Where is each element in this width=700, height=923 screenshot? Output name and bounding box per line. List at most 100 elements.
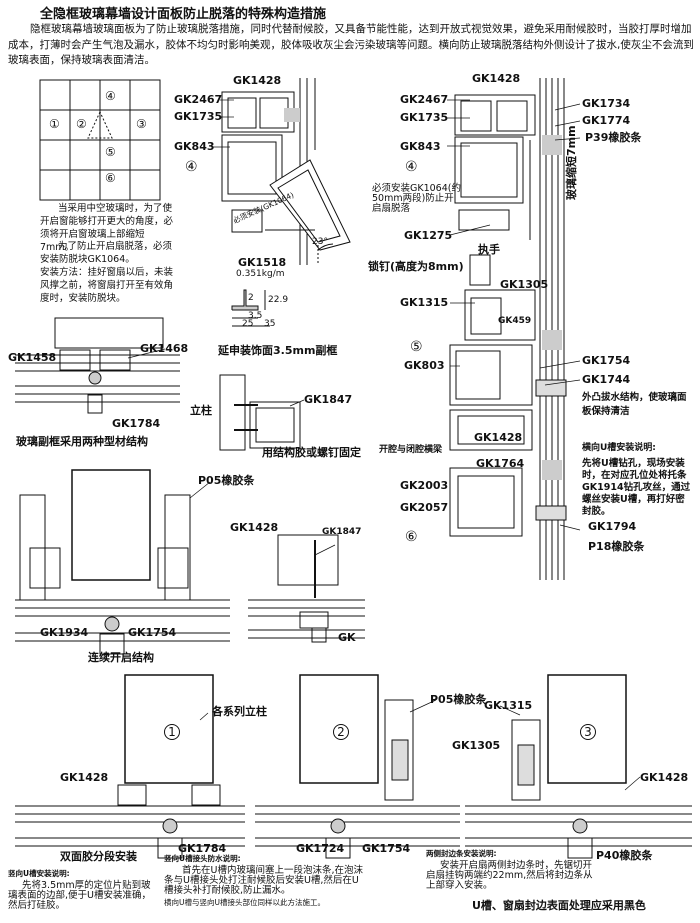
right-drainage-note: 外凸拔水结构，使玻璃面板保持清洁 [582,392,687,417]
glass-subframe-drawing [15,317,180,414]
right-marker-6: ⑥ [405,529,418,545]
subframe-caption: 玻璃副框采用两种型材结构 [16,435,148,448]
continuous-caption: 连续开启结构 [88,651,154,664]
right-label-gk803: GK803 [404,359,445,372]
right-u-channel-text: 先将U槽钻孔，现场安装时，在对应孔位处将托条GK1914钻孔攻丝，通过螺丝安装U… [582,458,691,517]
mullion-label-gk1847: GK1847 [304,393,353,406]
right-label-gk1275: GK1275 [404,229,453,242]
bottom-label-gk1315: GK1315 [484,699,533,712]
grid-marker-3: ③ [136,117,147,131]
profile-code: GK1518 [238,256,287,269]
right-label-gk1315: GK1315 [400,296,449,309]
right-label-beams: 开腔与闭腔横梁 [379,445,443,455]
section-a-angle: 23° [312,237,328,247]
right-label-gk2467: GK2467 [400,93,449,106]
small-label-gk1428: GK1428 [230,521,279,534]
continuous-label-gk1754: GK1754 [128,626,177,639]
right-label-gk1794: GK1794 [588,520,637,533]
bottom-label-mullions: 各系列立柱 [212,705,267,718]
bottom-label-gk1784: GK1784 [178,842,227,855]
right-label-gk1305: GK1305 [500,278,549,291]
bottom-note-1-text: 先将3.5mm厚的定位片贴到玻璃表面的边部,便于U槽安装准确，然后打硅胶。 [8,880,151,911]
right-note-block: 必须安装GK1064(约50mm两段)防止开启扇脱落 [372,183,461,214]
right-label-lock-pin: 锁钉(高度为8mm) [368,260,464,273]
profile-dim-2: 2 [248,293,254,303]
mullion-caption: 用结构胶或螺钉固定 [262,446,361,459]
bottom-note-1-title: 竖向U槽安装说明: [8,869,70,878]
continuous-label-p05: P05橡胶条 [198,474,255,487]
bottom-note-2-line: 横向U槽与竖向U槽接头部位同样以此方法施工。 [164,898,325,907]
right-vertical-note: 玻璃缩短7mm [565,125,578,200]
bottom-note-2-title: 竖向U槽接头防水说明: [164,854,241,863]
bottom-label-gk1754: GK1754 [362,842,411,855]
profile-dim-35: 35 [264,319,276,329]
para-block: 为了防止开启扇脱落，必须安装防脱块GK1064。 [40,241,173,265]
grid-marker-4: ④ [105,89,116,103]
right-label-gk1734: GK1734 [582,97,631,110]
bottom-note-3-text: 安装开启扇两侧封边条时，先锯切开启扇挂钩两端约22mm,然后将封边条从上部穿入安… [426,860,593,891]
bottom-note-2-text: 首先在U槽内玻璃间塞上一段泡沫条,在泡沫条与U槽接头处打注耐候胶后安装U槽,然后… [164,865,363,896]
continuous-label-gk1934: GK1934 [40,626,89,639]
right-label-gk1428: GK1428 [472,72,521,85]
right-label-gk2003: GK2003 [400,479,449,492]
label-gk1735: GK1735 [174,110,223,123]
bottom-label-gk1428-a: GK1428 [60,771,109,784]
bottom-label-gk1428-b: GK1428 [640,771,689,784]
label-gk843: GK843 [174,140,215,153]
right-u-channel-title: 横向U槽安装说明: [582,443,656,453]
right-label-p39: P39橡胶条 [585,131,642,144]
mullion-detail-drawing [219,374,301,451]
bottom-label-gk1305: GK1305 [452,739,501,752]
grid-marker-1: ① [49,117,60,131]
leader-lines [127,99,641,791]
panel-grid [39,79,161,201]
bottom-label-p05: P05橡胶条 [430,693,487,706]
grid-marker-2: ② [76,117,87,131]
right-label-gk1774: GK1774 [582,114,631,127]
small-label-gk: GK [338,631,356,644]
right-label-handle: 执手 [478,243,500,256]
right-label-gk1428-b: GK1428 [474,431,523,444]
intro-paragraph: 隐框玻璃幕墙玻璃面板为了防止玻璃脱落措施，同时代替耐候胶，又具备节能性能，达到开… [8,23,694,66]
bottom-section-1 [15,674,245,859]
label-gk2467: GK2467 [174,93,223,106]
section-a-drawing [221,78,351,265]
continuous-opening-drawing [15,469,230,655]
profile-caption: 延申装饰面3.5mm副框 [218,344,338,357]
mullion-label: 立柱 [190,404,212,417]
bottom-marker-2: 2 [333,724,349,740]
small-gk1847-drawing [248,534,365,643]
small-label-gk1847: GK1847 [322,527,362,537]
bottom-caption-3: U槽、窗扇封边表面处理应采用黑色 [472,899,646,912]
profile-dim-22-9: 22.9 [268,295,289,305]
grid-marker-6: ⑥ [105,171,116,185]
bottom-section-3 [465,674,692,859]
bottom-caption-1: 双面胶分段安装 [60,850,137,863]
bottom-marker-3: 3 [580,724,596,740]
right-label-gk1744: GK1744 [582,373,631,386]
subframe-label-gk1458: GK1458 [8,351,57,364]
subframe-label-gk1468: GK1468 [140,342,189,355]
right-label-gk1764: GK1764 [476,457,525,470]
right-marker-5: ⑤ [410,339,423,355]
profile-weight: 0.351kg/m [236,269,285,279]
subframe-label-gk1784: GK1784 [112,417,161,430]
right-label-gk1754: GK1754 [582,354,631,367]
section-a-marker: ④ [185,159,198,175]
profile-gk1518 [231,289,270,327]
right-vertical-section [449,78,567,580]
bottom-label-p40: P40橡胶条 [596,849,653,862]
right-label-gk459: GK459 [498,316,532,326]
profile-dim-3-5: 3.5 [248,311,263,321]
bottom-note-3-title: 两侧封边条安装说明: [426,849,497,858]
right-label-gk1735: GK1735 [400,111,449,124]
profile-dim-25: 25 [242,319,254,329]
right-marker-4: ④ [405,159,418,175]
right-label-gk843: GK843 [400,140,441,153]
para-window: 当采用中空玻璃时，为了使开启窗能够打开更大的角度，必须将开启窗玻璃上部缩短7mm… [40,203,174,253]
right-label-gk2057: GK2057 [400,501,449,514]
page-title: 全隐框玻璃幕墙设计面板防止脱落的特殊构造措施 [40,7,327,22]
para-method: 安装方法：挂好窗扇以后，未装风撑之前，将窗扇打开至有效角度时，安装防脱块。 [40,267,174,304]
